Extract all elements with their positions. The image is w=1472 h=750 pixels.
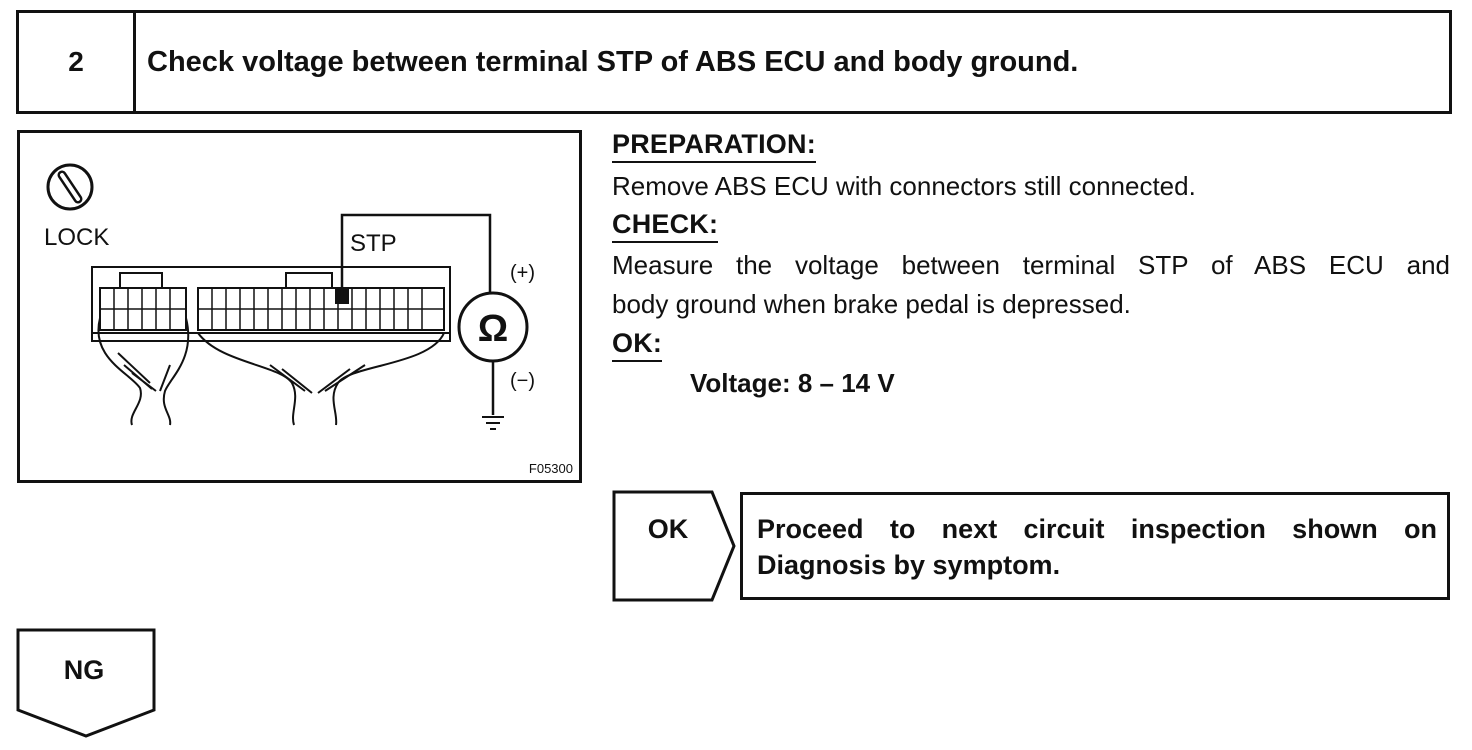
probe-lead [340, 213, 492, 296]
minus-label: (−) [510, 370, 535, 392]
ok-flow-box: OK [612, 490, 738, 607]
step-number: 2 [19, 13, 136, 111]
ecu-connector-icon [91, 266, 451, 426]
step-title: Check voltage between terminal STP of AB… [147, 45, 1079, 78]
step-header: 2 Check voltage between terminal STP of … [16, 10, 1452, 114]
meter-symbol: Ω [478, 308, 508, 350]
check-text-line-1: Measure the voltage between terminal STP… [612, 250, 1450, 280]
ok-label: OK [648, 514, 689, 544]
ok-result-box: Proceed to next circuit inspection shown… [740, 492, 1450, 600]
ohmmeter-icon: Ω [457, 291, 529, 363]
ng-flow-box: NG [16, 628, 158, 745]
ng-label: NG [64, 655, 105, 685]
check-heading: CHECK: [612, 209, 719, 243]
preparation-heading: PREPARATION: [612, 129, 816, 163]
ok-result-text: Proceed to next circuit inspection shown… [757, 514, 1437, 580]
plus-label: (+) [510, 262, 535, 284]
lock-icon [46, 163, 94, 211]
check-text-line-2: body ground when brake pedal is depresse… [612, 289, 1131, 319]
wiring-figure: LOCK [17, 130, 582, 483]
ok-spec: Voltage: 8 – 14 V [690, 368, 895, 398]
figure-id: F05300 [529, 461, 573, 476]
ecu-diagram: LOCK [44, 163, 573, 476]
stp-label: STP [350, 230, 397, 257]
lock-label: LOCK [44, 224, 109, 251]
ground-icon [482, 416, 504, 430]
preparation-text: Remove ABS ECU with connectors still con… [612, 171, 1196, 201]
ok-heading: OK: [612, 328, 663, 362]
